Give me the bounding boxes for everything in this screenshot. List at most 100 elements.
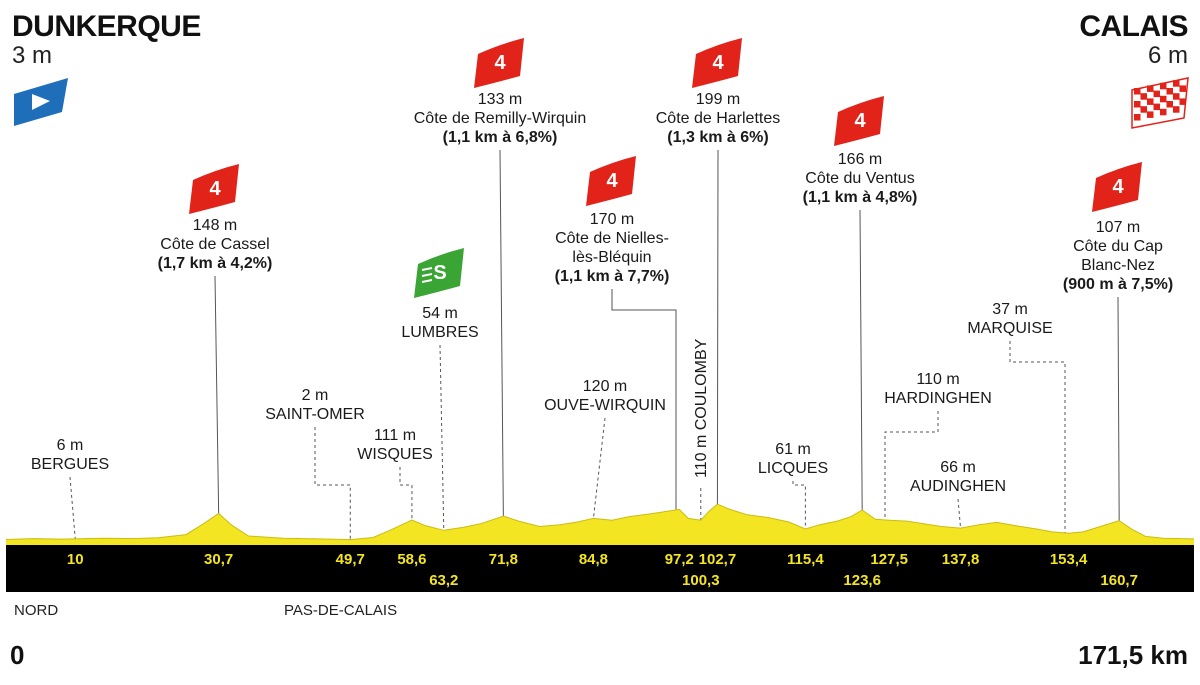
climb-category-flag-icon: 4 [474, 38, 524, 88]
km-marker-label: 58,6 [397, 551, 426, 568]
distance-start: 0 [10, 640, 25, 670]
km-marker-label: 71,8 [489, 551, 518, 568]
climb-category-flag-icon: 4 [189, 164, 239, 214]
category-label: 4 [606, 170, 618, 192]
climb-category-flag-icon: 4 [834, 96, 884, 146]
km-marker-labels: 10 30,7 49,7 58,663,2 71,8 84,8 97,2 100,3 102,7… [67, 551, 1138, 589]
point-label: 166 m [838, 151, 882, 168]
point-label: HARDINGHEN [884, 390, 992, 407]
km-marker-label: 160,7 [1100, 572, 1138, 589]
guide-line [792, 481, 806, 530]
point-label: Côte de Cassel [160, 236, 269, 253]
start-flag-icon [14, 78, 68, 126]
point-label: SAINT-OMER [265, 406, 365, 423]
guide-line [592, 417, 606, 519]
distance-total: 171,5 km [1078, 640, 1188, 670]
point-label: (1,1 km à 6,8%) [443, 129, 558, 146]
point-label: 110 m COULOMBY [693, 338, 710, 478]
point-label: 37 m [992, 301, 1028, 318]
point-label: Blanc-Nez [1081, 257, 1155, 274]
point-label: 199 m [696, 91, 740, 108]
start-city: DUNKERQUE [12, 10, 201, 43]
point-label: 133 m [478, 91, 522, 108]
km-marker-label: 63,2 [429, 572, 458, 589]
category-label: S [433, 262, 446, 284]
km-marker-label: 97,2 [665, 551, 694, 568]
guide-line [69, 476, 76, 539]
point-label: 61 m [775, 441, 811, 458]
start-altitude: 3 m [12, 42, 53, 69]
km-marker-label: 49,7 [336, 551, 365, 568]
point-label: (1,3 km à 6%) [667, 129, 768, 146]
point-label: OUVE-WIRQUIN [544, 397, 666, 414]
point-label: WISQUES [357, 446, 433, 463]
finish-city: CALAIS [1079, 10, 1188, 43]
category-label: 4 [712, 52, 724, 74]
point-label: 111 m [374, 427, 416, 444]
climb-category-flag-icon: 4 [586, 156, 636, 206]
guide-line [716, 149, 719, 505]
guide-line [884, 411, 939, 521]
point-label: Côte de Remilly-Wirquin [414, 110, 587, 127]
guide-line [499, 149, 504, 517]
point-label: (900 m à 7,5%) [1063, 276, 1173, 293]
point-label: 54 m [422, 305, 458, 322]
km-marker-label: 127,5 [870, 551, 908, 568]
region-pas-de-calais: PAS-DE-CALAIS [284, 602, 398, 619]
point-label: LICQUES [758, 460, 828, 477]
point-label: 6 m [57, 437, 84, 454]
guide-line [214, 275, 220, 514]
point-label: 170 m [590, 211, 634, 228]
checkered-flag-icon [1131, 77, 1189, 129]
point-label: 120 m [583, 378, 627, 395]
elevation-profile-ridge [5, 503, 1195, 541]
guide-line [859, 209, 863, 511]
point-label: (1,7 km à 4,2%) [158, 255, 273, 272]
point-labels: 6 m BERGUES 148 m Côte de Cassel (1,7 km à 4… [31, 38, 1173, 495]
category-label: 4 [854, 110, 866, 132]
guide-line [957, 498, 962, 529]
point-label: (1,1 km à 7,7%) [555, 268, 670, 285]
km-marker-label: 115,4 [787, 551, 824, 568]
distance-band [6, 545, 1194, 592]
finish-altitude: 6 m [1147, 42, 1188, 69]
km-marker-label: 30,7 [204, 551, 233, 568]
guide-line [399, 467, 413, 521]
point-label: BERGUES [31, 456, 109, 473]
point-label: Côte du Cap [1073, 238, 1163, 255]
climb-category-flag-icon: 4 [692, 38, 742, 88]
point-label: lès-Bléquin [572, 249, 651, 266]
km-marker-label: 137,8 [942, 551, 980, 568]
point-label: Côte du Ventus [805, 170, 914, 187]
point-label: Côte de Harlettes [656, 110, 781, 127]
climb-category-flag-icon: 4 [1092, 162, 1142, 212]
point-label: MARQUISE [967, 320, 1052, 337]
point-label: 66 m [940, 459, 976, 476]
km-marker-label: 84,8 [579, 551, 608, 568]
km-marker-label: 102,7 [699, 551, 737, 568]
km-marker-label: 10 [67, 551, 84, 568]
point-label: 107 m [1096, 219, 1140, 236]
km-marker-label: 153,4 [1050, 551, 1088, 568]
category-label: 4 [1112, 176, 1124, 198]
km-marker-label: 123,6 [843, 572, 881, 589]
point-label: 148 m [193, 217, 237, 234]
point-label: 2 m [302, 387, 329, 404]
guide-line [1117, 296, 1120, 521]
guide-line [314, 427, 351, 539]
point-label: 110 m [916, 371, 959, 388]
elevation-profile-area [6, 504, 1194, 545]
category-label: 4 [494, 52, 506, 74]
sprint-flag-icon: S [414, 248, 464, 298]
guide-line [611, 289, 677, 510]
point-label: Côte de Nielles- [555, 230, 669, 247]
km-marker-label: 100,3 [682, 572, 720, 589]
region-nord: NORD [14, 602, 59, 619]
point-label: LUMBRES [401, 324, 478, 341]
guide-line [1009, 341, 1066, 534]
point-label: (1,1 km à 4,8%) [803, 189, 918, 206]
guide-line [439, 344, 445, 531]
category-label: 4 [209, 178, 221, 200]
point-label: AUDINGHEN [910, 478, 1006, 495]
